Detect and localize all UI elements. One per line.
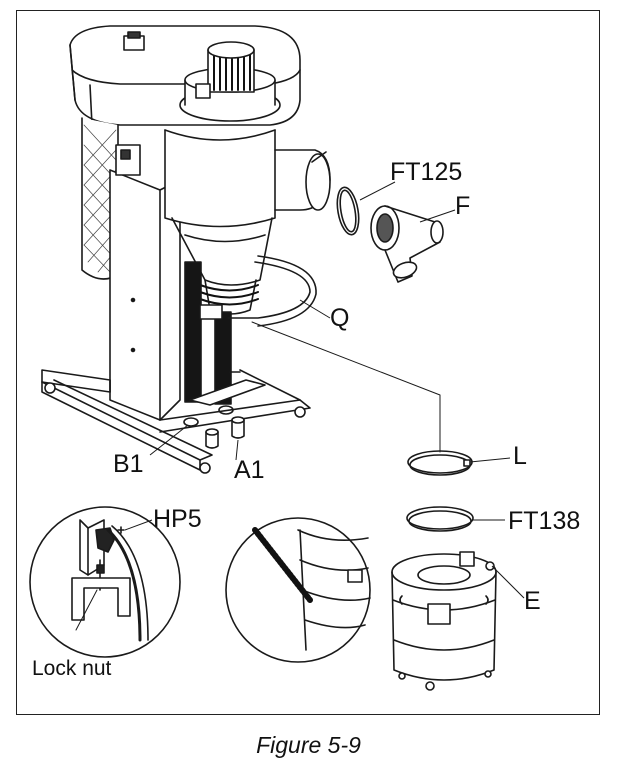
label-q: Q (330, 304, 350, 332)
label-l: L (513, 442, 527, 470)
label-f: F (455, 192, 471, 220)
hose-plate (189, 379, 266, 406)
label-e: E (524, 587, 541, 615)
cyclone-rings (199, 284, 259, 306)
label-b1: B1 (113, 450, 144, 478)
cyclone (164, 129, 331, 315)
leader-l (251, 321, 441, 453)
ring-ft125 (336, 186, 360, 236)
hose-q-outer (257, 255, 317, 327)
label-a1: A1 (234, 456, 265, 484)
detail-circle-hose (225, 517, 371, 663)
motor (179, 41, 281, 122)
gasket-ft138 (406, 506, 474, 532)
hose-q (227, 261, 311, 319)
label-lock-nut: Lock nut (32, 657, 112, 680)
top-switch (123, 31, 145, 51)
control-panel (115, 144, 141, 176)
outlet-screw (311, 151, 327, 163)
y-connector-f (370, 205, 444, 283)
label-hp5: HP5 (153, 505, 202, 533)
label-ft125: FT125 (390, 158, 463, 186)
drain-hoses (184, 261, 232, 405)
label-ft138: FT138 (508, 507, 581, 535)
detail-circle-lock-nut (29, 506, 181, 658)
parts-b1-a1 (183, 405, 245, 449)
figure-caption: Figure 5-9 (256, 732, 361, 758)
collection-drum (391, 551, 497, 691)
